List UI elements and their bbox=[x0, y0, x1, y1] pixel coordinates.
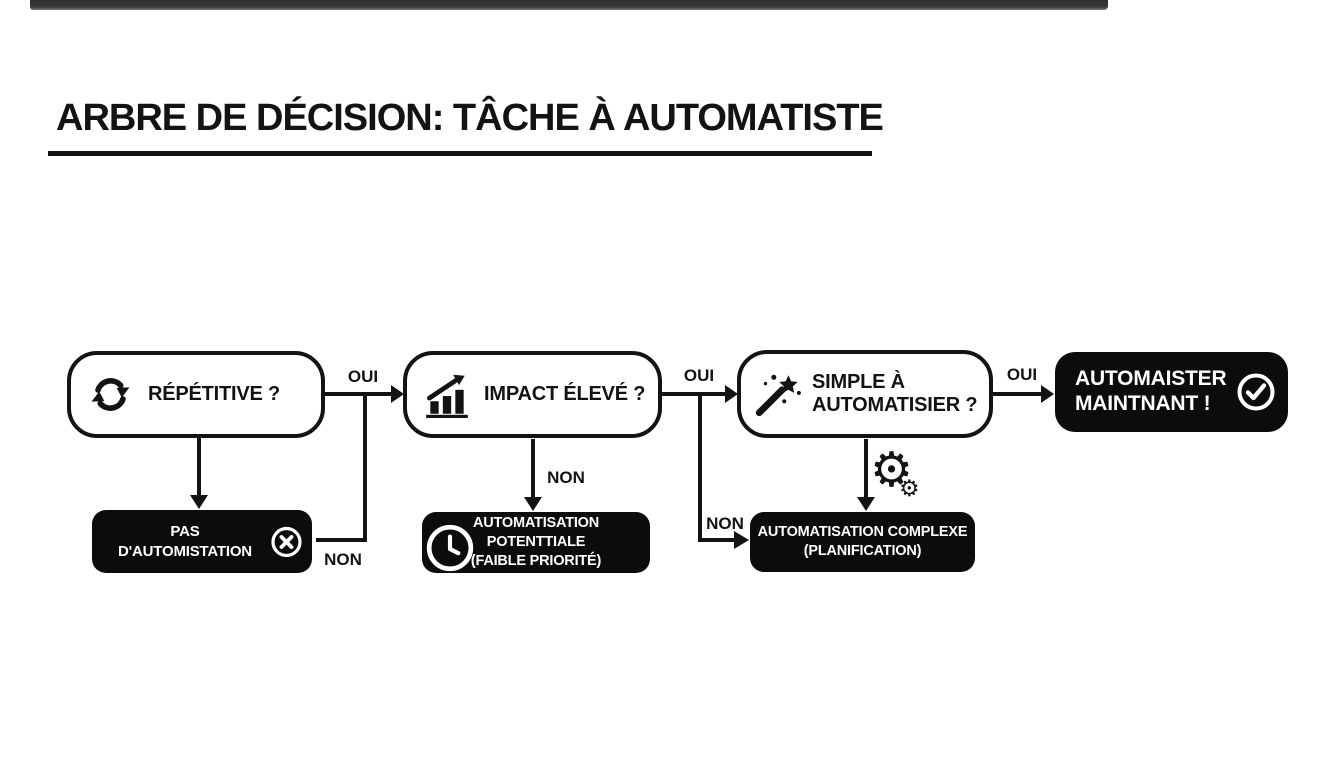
top-edge-artifact bbox=[30, 0, 1108, 10]
node-simple-question: SIMPLE À AUTOMATISIER ? bbox=[737, 350, 993, 438]
node-no-automation-line1: PAS bbox=[170, 523, 200, 540]
page-title: ARBRE DE DÉCISION: TÂCHE À AUTOMATISTE bbox=[56, 97, 884, 139]
node-impact-question: IMPACT ÉLEVÉ ? bbox=[403, 351, 662, 438]
edge-label-oui-2: OUI bbox=[683, 366, 715, 385]
node-simple-label-line1: SIMPLE À bbox=[812, 371, 905, 393]
node-simple-label: SIMPLE À AUTOMATISIER ? bbox=[812, 371, 978, 417]
x-circle-icon bbox=[271, 526, 302, 557]
gears-icon: ⚙ ⚙ bbox=[870, 446, 926, 510]
node-complex-line2: (PLANIFICATION) bbox=[803, 543, 922, 559]
title-underline bbox=[48, 151, 872, 156]
edge-label-oui-1: OUI bbox=[347, 367, 379, 386]
edge-label-oui-3: OUI bbox=[1006, 365, 1038, 384]
clock-icon bbox=[426, 524, 474, 572]
check-circle-icon bbox=[1237, 373, 1275, 411]
node-complex-automation: AUTOMATISATION COMPLEXE (PLANIFICATION) bbox=[750, 512, 975, 572]
edge-label-non-2: NON bbox=[547, 468, 585, 487]
node-repetitive-question: RÉPÉTITIVE ? bbox=[67, 351, 325, 438]
node-complex-line1: AUTOMATISATION COMPLEXE bbox=[757, 524, 968, 541]
node-automate-now-line2: MAINTNANT ! bbox=[1075, 392, 1211, 415]
edge-label-non-3: NON bbox=[706, 514, 744, 533]
node-no-automation: PAS D'AUTOMISTATION bbox=[92, 510, 312, 573]
node-no-automation-line2: D'AUTOMISTATION bbox=[118, 542, 252, 560]
node-repetitive-label: RÉPÉTITIVE ? bbox=[148, 383, 281, 405]
gear-large-icon: ⚙ bbox=[870, 442, 914, 498]
growth-chart-icon bbox=[426, 374, 468, 418]
refresh-cycle-icon bbox=[91, 378, 130, 411]
node-automate-now: AUTOMAISTER MAINTNANT ! bbox=[1055, 352, 1288, 432]
magic-wand-icon bbox=[755, 374, 801, 417]
node-potential-automation: AUTOMATISATION POTENTTIALE (FAIBLE PRIOR… bbox=[422, 512, 650, 573]
node-impact-label: IMPACT ÉLEVÉ ? bbox=[484, 383, 646, 405]
node-simple-label-line2: AUTOMATISIER ? bbox=[812, 394, 978, 416]
edge-label-non-1: NON bbox=[324, 550, 362, 569]
node-potential-label: AUTOMATISATION POTENTTIALE (FAIBLE PRIOR… bbox=[422, 514, 650, 571]
node-no-automation-label: PAS D'AUTOMISTATION bbox=[118, 522, 286, 561]
gear-small-icon: ⚙ bbox=[899, 476, 920, 502]
node-potential-line2: (FAIBLE PRIORITÉ) bbox=[470, 552, 602, 569]
node-automate-now-label: AUTOMAISTER MAINTNANT ! bbox=[1075, 367, 1227, 417]
node-automate-now-line1: AUTOMAISTER bbox=[1075, 367, 1227, 391]
node-complex-label: AUTOMATISATION COMPLEXE (PLANIFICATION) bbox=[758, 523, 968, 561]
node-potential-line1: AUTOMATISATION POTENTTIALE bbox=[472, 515, 600, 551]
